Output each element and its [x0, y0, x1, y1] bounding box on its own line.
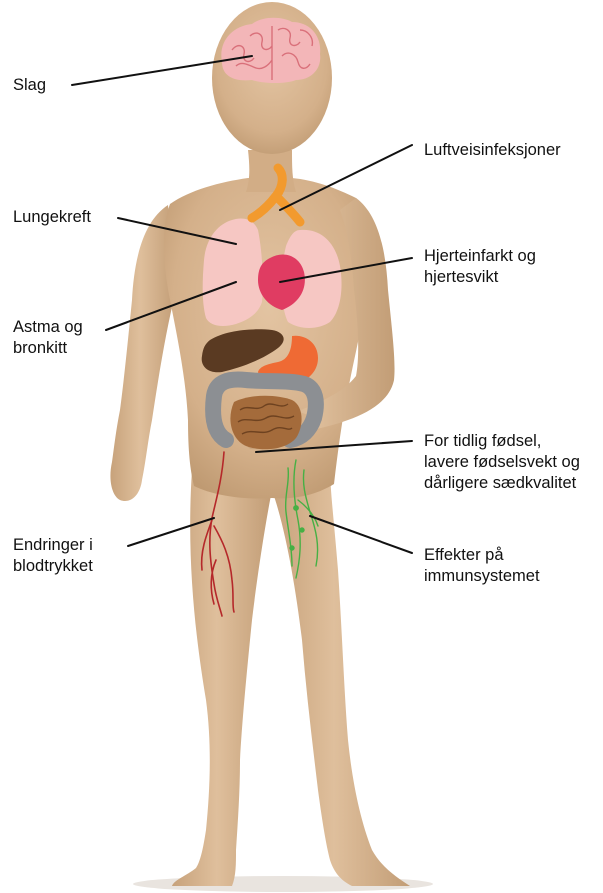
- label-hjerteinfarkt: Hjerteinfarkt og hjertesvikt: [424, 246, 536, 288]
- label-slag: Slag: [13, 75, 46, 96]
- small-intestine: [230, 396, 301, 450]
- label-blodtrykk: Endringer i blodtrykket: [13, 535, 93, 577]
- label-luftveisinfeksjoner: Luftveisinfeksjoner: [424, 140, 561, 161]
- label-astma: Astma og bronkitt: [13, 317, 83, 359]
- label-immunsystemet: Effekter på immunsystemet: [424, 545, 540, 587]
- neck: [246, 150, 296, 192]
- label-lungekreft: Lungekreft: [13, 207, 91, 228]
- left-leg: [172, 470, 272, 886]
- label-fodsel: For tidlig fødsel, lavere fødselsvekt og…: [424, 431, 580, 494]
